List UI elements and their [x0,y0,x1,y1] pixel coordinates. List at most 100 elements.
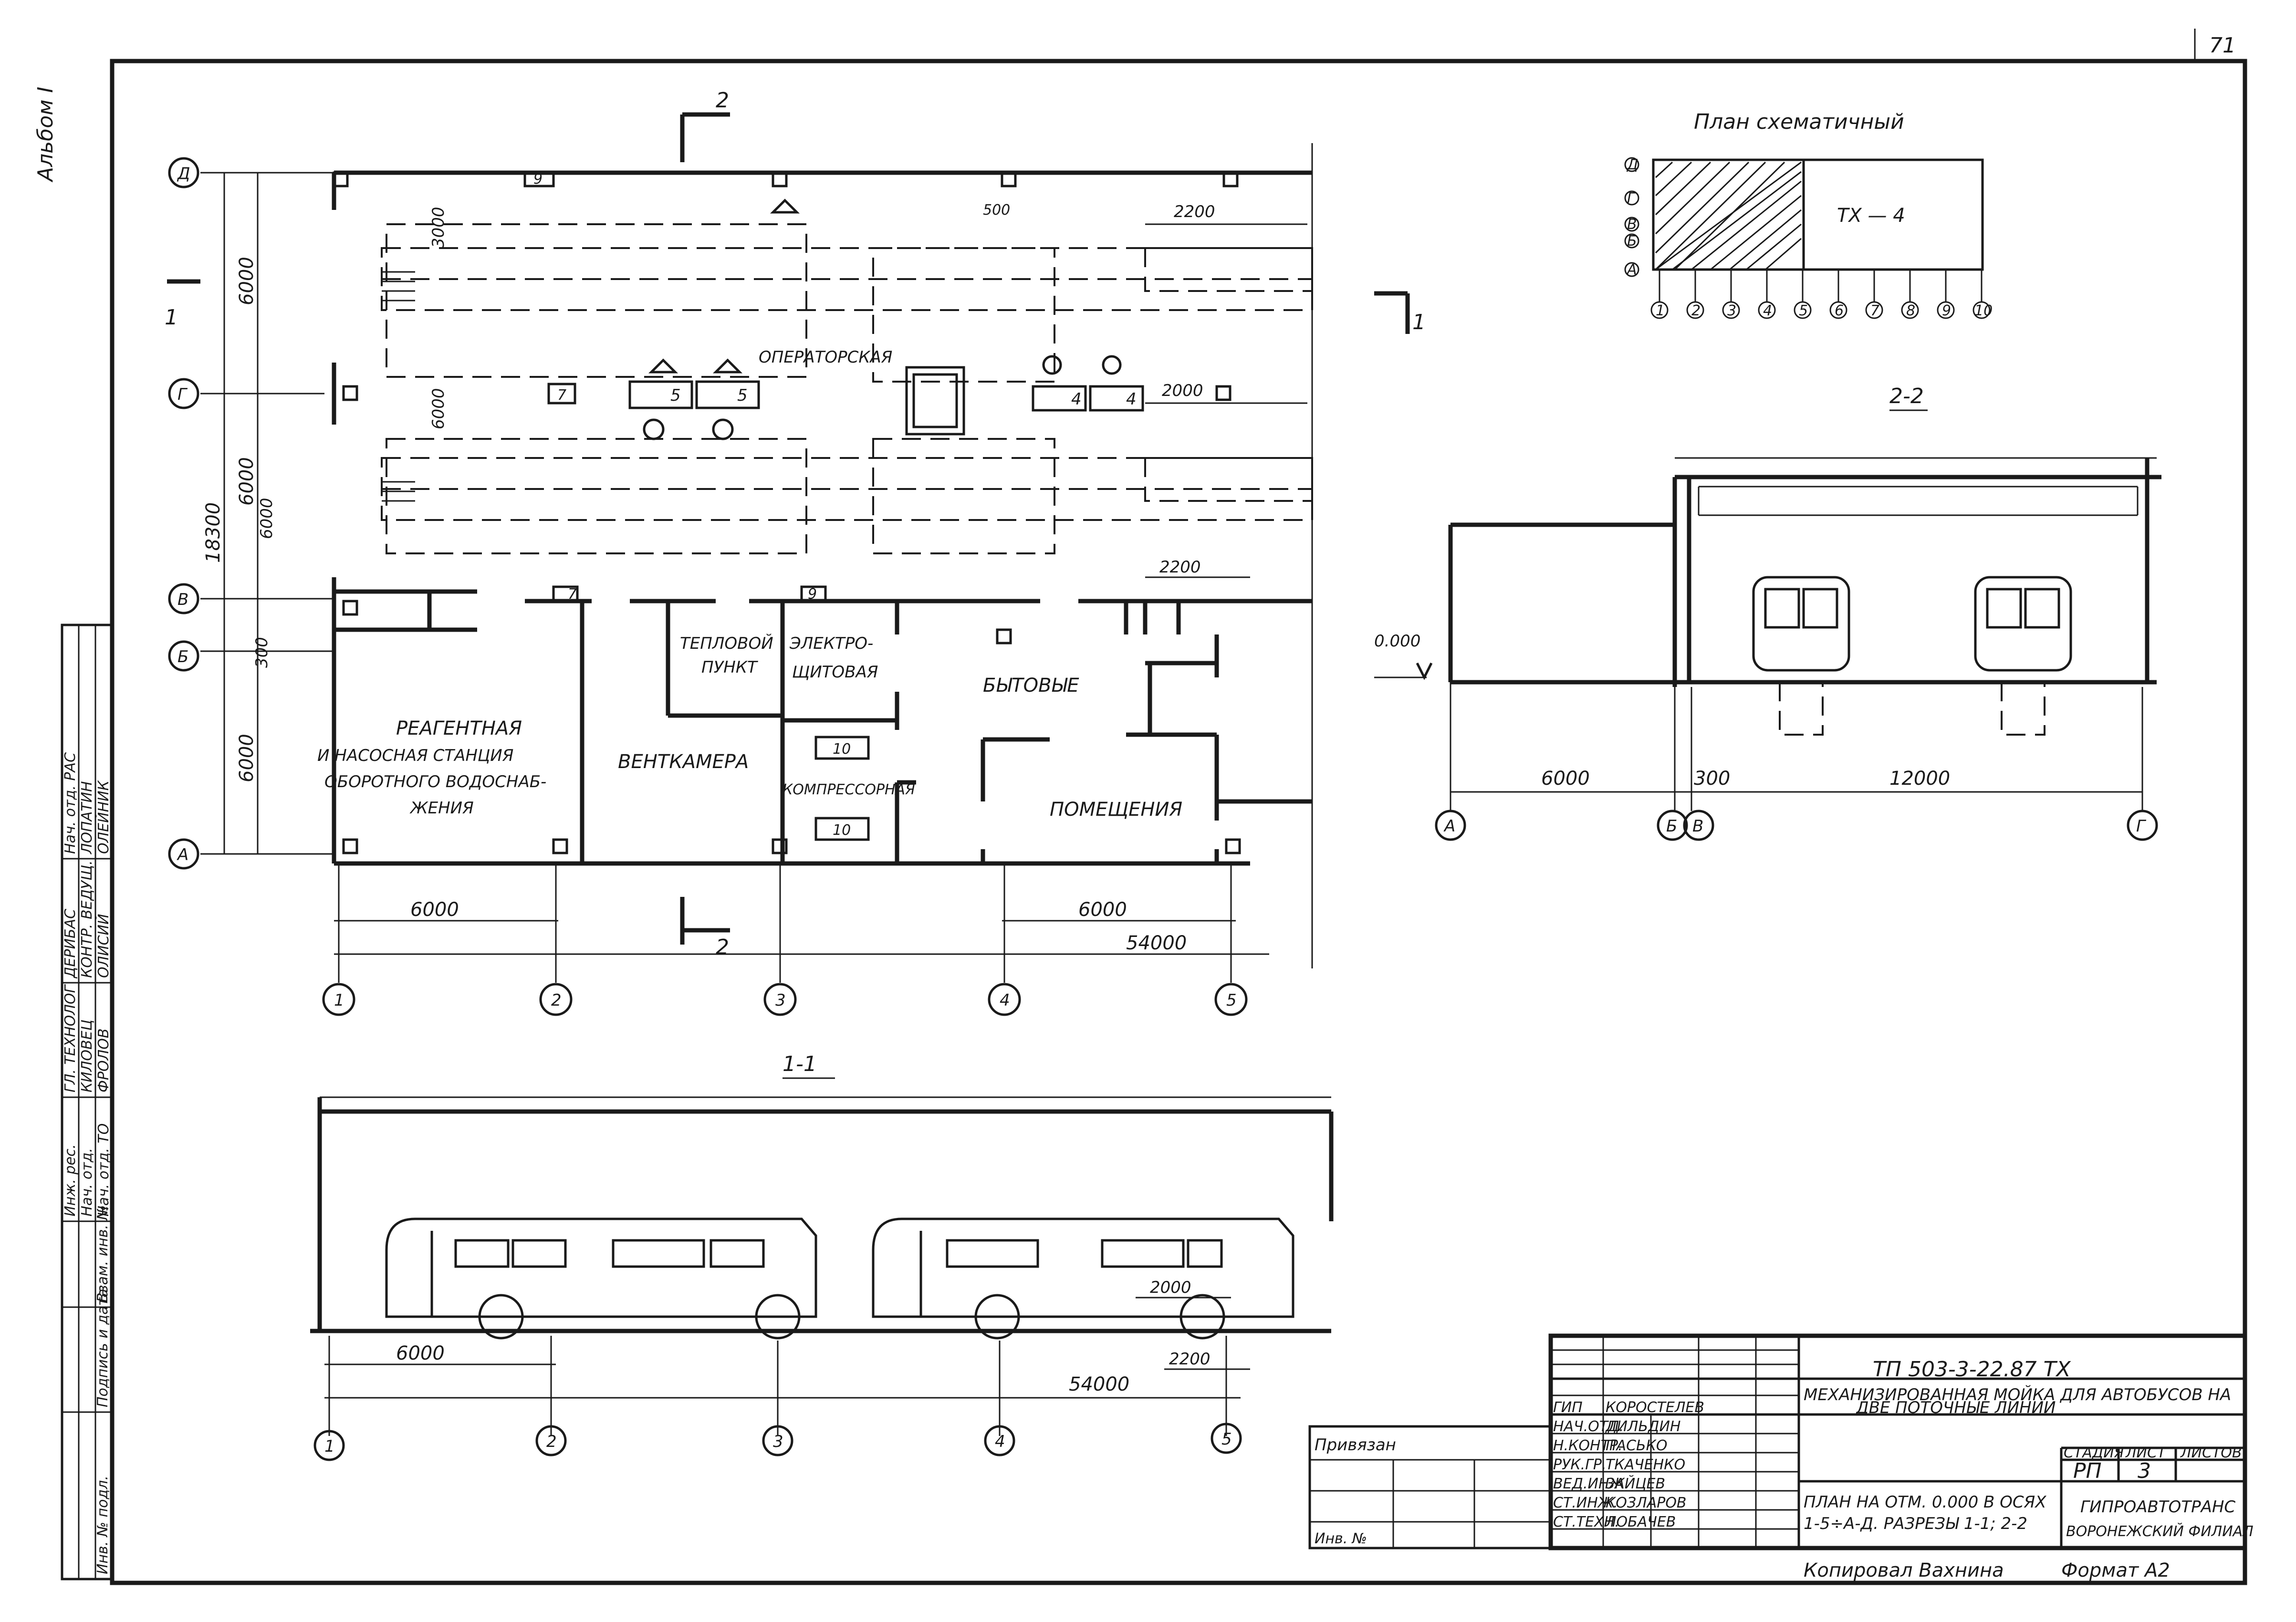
schematic-title: План схематичный [1694,110,1904,134]
sch-col-6: 7 [1870,302,1879,319]
level-0000: 0.000 [1374,632,1420,651]
sch-col-1: 2 [1691,302,1701,319]
sch-col-5: 6 [1835,302,1844,319]
sec22-dim-12000: 12000 [1889,768,1950,790]
equip-label-4a: 4 [1071,390,1082,409]
tb-name-2: ДВЕ ПОТОЧНЫЕ ЛИНИИ [1855,1398,2056,1417]
dim-h-2: 6000 [1078,899,1127,921]
sch-col-7: 8 [1906,302,1915,319]
strip-row-4: КОНТР. ВЕДУЩ. [79,860,95,978]
tb-code: ТП 503-3-22.87 ТХ [1873,1357,2071,1382]
tb-role-1: НАЧ.ОТД. [1553,1418,1624,1435]
sch-col-0: 1 [1656,302,1665,319]
strip-value-2: ОЛИСИЙ [95,914,112,978]
cut-mark-1-right: 1 [1412,310,1426,334]
room-reagent-4: ЖЕНИЯ [409,799,474,818]
room-domestic-1: БЫТОВЫЕ [983,675,1079,697]
axis-col-4: 4 [1000,991,1010,1010]
tb-role-5: СТ.ИНЖ. [1553,1495,1618,1511]
sec11-axis-5: 5 [1221,1430,1232,1449]
sec11-dim-2000: 2000 [1150,1278,1191,1297]
dim-misc-2200b: 2200 [1159,558,1201,577]
dim-v-3: 6000 [236,734,258,782]
axis-row-G: Г [177,385,188,404]
axis-row-A: А [177,845,188,864]
tb-stage-header: СТАДИЯ [2064,1445,2124,1461]
sch-col-9: 10 [1974,302,1993,319]
room-reagent-3: ОБОРОТНОГО ВОДОСНАБ- [324,772,546,791]
tb-privyazan: Привязан [1315,1435,1396,1455]
equip-label-10a: 10 [833,741,851,758]
schematic-col-axes: 1 2 3 4 5 6 7 8 9 10 [1650,301,1993,319]
sec11-axis-2: 2 [546,1432,557,1451]
sec11-dim-54000: 54000 [1069,1373,1129,1395]
dim-misc-2200a: 2200 [1174,202,1215,221]
sec22-dim-300: 300 [1694,768,1730,790]
room-elec-2: ЩИТОВАЯ [792,663,878,682]
equip-label-7a: 7 [557,387,566,404]
tb-person-4: ЗАЙЦЕВ [1606,1475,1665,1492]
tb-person-3: ТКАЧЕНКО [1606,1456,1685,1473]
schematic-row-axes: Д Г В Б А [1624,156,1639,278]
sec11-dim-6000: 6000 [396,1342,445,1364]
strip-row-3: ГЛ. ТЕХНОЛОГ [62,984,79,1092]
dim-misc-6000: 6000 [429,388,448,429]
dim-v-1: 6000 [236,257,258,305]
tb-person-2: ПАСЬКО [1606,1437,1668,1454]
room-domestic-2: ПОМЕЩЕНИЯ [1050,799,1182,821]
dim-v-total: 18300 [202,502,224,563]
section-1-1: 1-1 6000 2000 2200 54000 1 2 3 4 5 [310,1052,1334,1461]
room-heat-2: ПУНКТ [701,658,758,677]
sec11-axis-1: 1 [324,1437,335,1456]
dim-h-1: 6000 [410,899,459,921]
album-label: Альбом I [33,87,58,183]
equip-label-10b: 10 [833,822,851,839]
sch-col-3: 4 [1763,302,1772,319]
schematic-plan: План схематичный ТХ — 4 Д Г В Б А 1 2 3 … [1624,110,1993,319]
axis-col-2: 2 [551,991,562,1010]
axis-row-D: Д [177,164,190,183]
strip-value-0: ФРОЛОВ [95,1029,112,1092]
footer-format: Формат А2 [2061,1560,2170,1581]
room-elec-1: ЭЛЕКТРО- [789,634,873,653]
tb-person-1: ДИЛЬДИН [1605,1418,1680,1435]
sch-col-2: 3 [1727,302,1736,319]
left-stamp-strip: Инв. № подл. Подпись и дата Взам. инв. №… [61,624,114,1580]
dim-h-total: 54000 [1126,932,1187,954]
room-reagent-2: И НАСОСНАЯ СТАНЦИЯ [317,746,513,765]
tb-org-1: ГИПРОАВТОТРАНС [2080,1497,2235,1517]
title-block: ТП 503-3-22.87 ТХ МЕХАНИЗИРОВАННАЯ МОЙКА… [1308,1333,2254,1550]
room-reagent-1: РЕАГЕНТНАЯ [396,717,522,739]
equip-label-7b: 7 [568,586,577,603]
tb-role-0: ГИП [1553,1399,1583,1416]
dim-v-4: 6000 [257,498,276,539]
equip-label-4b: 4 [1126,390,1137,409]
cut-mark-1-left: 1 [165,305,178,330]
strip-header-2: Взам. инв. № [94,1205,111,1302]
sec11-axis-4: 4 [995,1432,1005,1451]
strip-row-0: Инж. рес. [62,1144,79,1216]
sec11-dim-2200: 2200 [1169,1350,1211,1369]
section22-title: 2-2 [1889,384,1924,408]
equip-label-9b: 9 [808,586,817,603]
dim-misc-2000: 2000 [1162,381,1203,400]
sch-col-8: 9 [1942,302,1951,319]
sch-row-2: В [1627,216,1637,233]
cut-mark-2-top: 2 [716,88,729,113]
tb-role-6: СТ.ТЕХН. [1553,1514,1619,1530]
room-compressor: КОМПРЕССОРНАЯ [783,781,915,798]
room-heat-1: ТЕПЛОВОЙ [680,634,773,653]
cut-mark-2-bottom: 2 [716,935,729,959]
tb-inv-no: Инв. № [1315,1530,1367,1547]
tb-role-2: Н.КОНТР. [1553,1437,1623,1454]
sec11-axis-3: 3 [773,1432,783,1451]
equip-label-9a: 9 [533,171,543,187]
axis-col-5: 5 [1226,991,1237,1010]
section11-title: 1-1 [783,1052,817,1076]
dim-v-300: 300 [252,637,271,668]
axis-col-1: 1 [334,991,344,1010]
tb-name-1: МЕХАНИЗИРОВАННАЯ МОЙКА ДЛЯ АВТОБУСОВ НА [1804,1385,2231,1404]
plan-axis-row-markers: Д Г В Б А [168,157,199,870]
axis-row-V: В [177,590,188,609]
